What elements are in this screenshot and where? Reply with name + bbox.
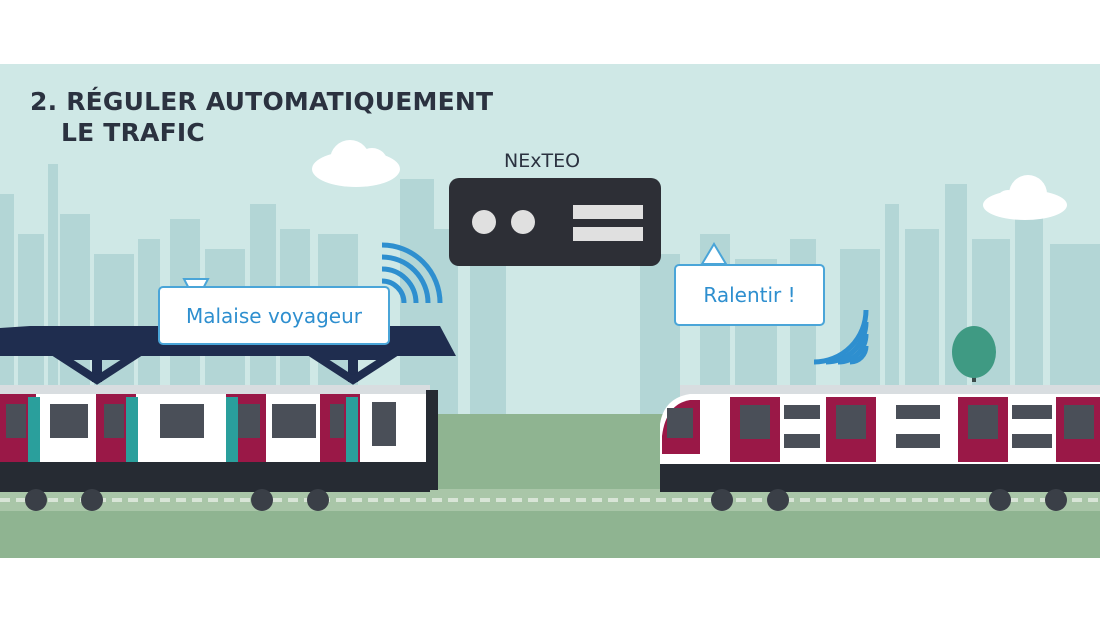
bubble-text: Malaise voyageur <box>185 303 363 328</box>
right-train <box>660 385 1100 511</box>
page-title: 2. RÉGULER AUTOMATIQUEMENT LE TRAFIC <box>30 86 493 148</box>
wifi-signal-icon <box>813 309 869 365</box>
illustration-scene: 2. RÉGULER AUTOMATIQUEMENT LE TRAFIC NEx… <box>0 64 1100 558</box>
title-line-1: 2. RÉGULER AUTOMATIQUEMENT <box>30 87 494 116</box>
wifi-signal-icon <box>381 242 443 304</box>
speech-bubble-left: Malaise voyageur <box>158 286 390 345</box>
nexteo-server-icon <box>449 178 661 266</box>
server-label: NExTEO <box>504 150 581 172</box>
left-train <box>0 385 438 511</box>
speech-bubble-right: Ralentir ! <box>674 264 825 326</box>
title-line-2: LE TRAFIC <box>61 118 205 147</box>
tree-icon <box>952 326 996 382</box>
clouds <box>312 140 1067 220</box>
bubble-text: Ralentir ! <box>703 283 796 307</box>
